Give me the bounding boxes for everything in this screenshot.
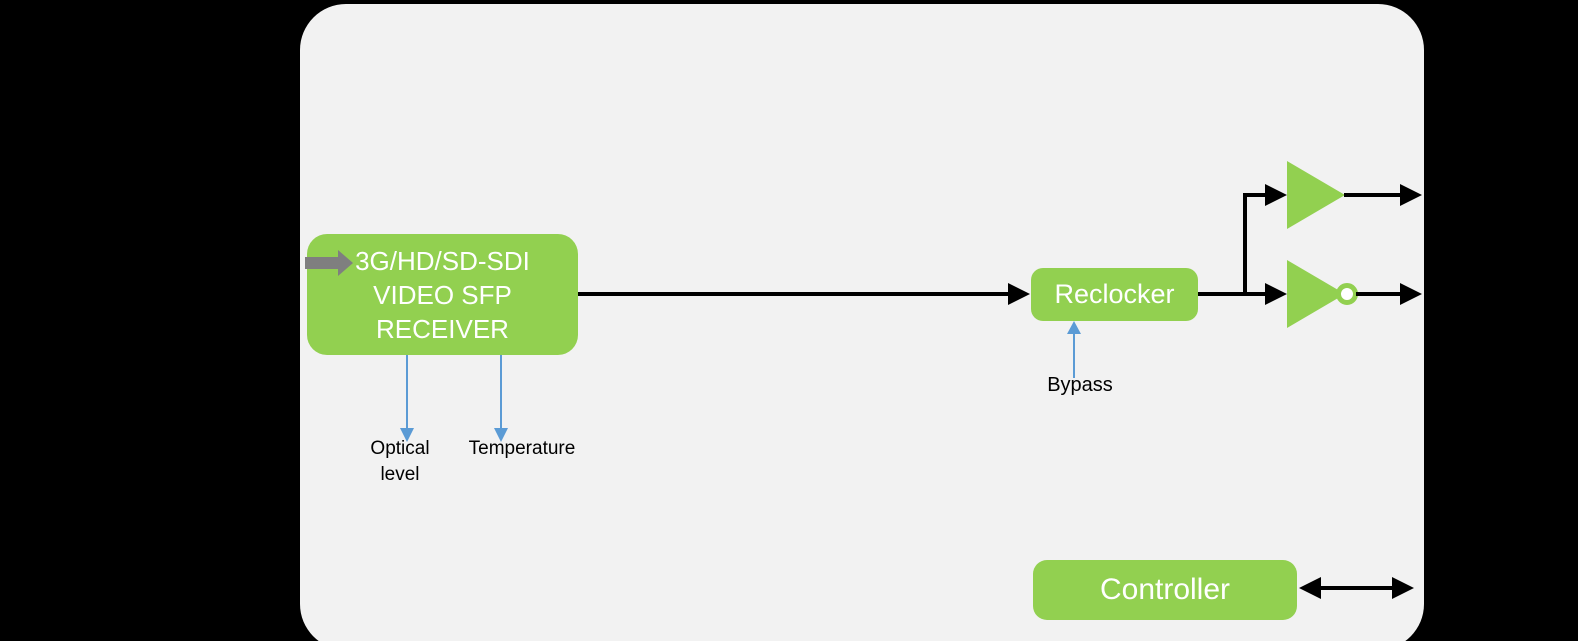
optical-input-arrow-icon <box>305 257 338 269</box>
buffer1-input-arrowhead-icon <box>1265 184 1287 206</box>
receiver-to-reclocker-line <box>578 292 1008 296</box>
reclocker-input-arrowhead-icon <box>1008 283 1030 305</box>
optical-input-arrowhead-icon <box>338 250 353 276</box>
output1-line <box>1344 193 1400 197</box>
output2-line <box>1356 292 1400 296</box>
optical-level-label: Optical level <box>370 438 430 485</box>
receiver-label-line2: VIDEO SFP <box>373 279 512 310</box>
receiver-label-line1: 3G/HD/SD-SDI <box>355 245 530 276</box>
optical-level-arrowhead-icon <box>400 428 414 442</box>
branch-top-line <box>1245 193 1267 197</box>
bypass-line <box>1073 333 1075 378</box>
inverting-buffer-icon <box>1287 260 1345 328</box>
temperature-arrowhead-icon <box>494 428 508 442</box>
controller-bus-line <box>1318 586 1394 590</box>
controller-bus-right-arrowhead-icon <box>1392 577 1414 599</box>
buffer-icon <box>1287 161 1345 229</box>
buffer2-input-arrowhead-icon <box>1265 283 1287 305</box>
bypass-arrowhead-icon <box>1067 321 1081 334</box>
bypass-label: Bypass <box>1047 374 1113 396</box>
receiver-label-line3: RECEIVER <box>376 313 509 344</box>
branch-vertical-line <box>1243 193 1247 296</box>
reclocker-block: Reclocker <box>1031 268 1198 321</box>
output1-arrowhead-icon <box>1400 184 1422 206</box>
controller-bus-left-arrowhead-icon <box>1299 577 1321 599</box>
controller-label: Controller <box>1099 573 1231 606</box>
inverter-bubble-icon <box>1336 283 1358 305</box>
optical-level-line <box>406 355 408 428</box>
output2-arrowhead-icon <box>1400 283 1422 305</box>
reclocker-output-line <box>1198 292 1265 296</box>
controller-block: Controller <box>1033 560 1297 620</box>
reclocker-label: Reclocker <box>1054 279 1175 309</box>
temperature-label: Temperature <box>468 438 576 459</box>
temperature-line <box>500 355 502 428</box>
